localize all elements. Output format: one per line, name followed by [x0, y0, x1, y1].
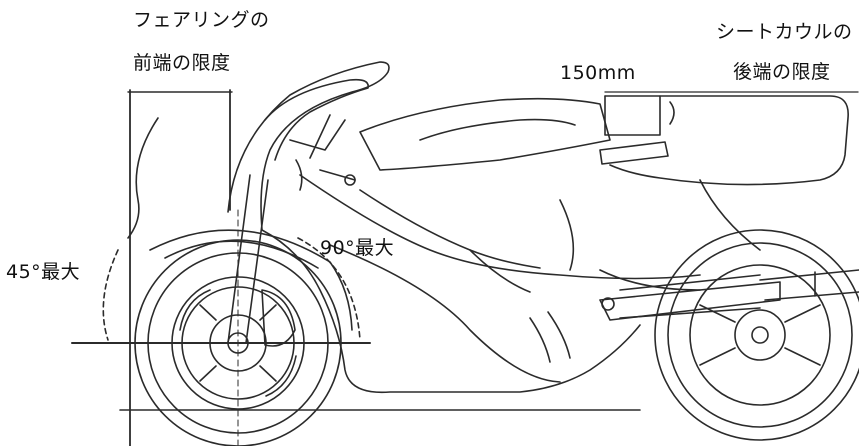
- handlebar-grip: [344, 174, 356, 186]
- handlebar: [289, 114, 356, 181]
- dimension-label: 150mm: [560, 62, 636, 84]
- fairing-vent: [529, 311, 571, 363]
- angle-90-label: 90°最大: [320, 237, 395, 259]
- clip-on: [295, 159, 303, 191]
- angle-90-arc: [297, 237, 361, 341]
- seat-cowl-label-line2: 後端の限度: [733, 61, 831, 83]
- seat-cowl-limit-box: [604, 95, 661, 136]
- windscreen: [264, 78, 369, 161]
- seat-cowl: [604, 95, 849, 186]
- fairing-body: [261, 229, 641, 394]
- front-fender-inner: [164, 240, 319, 269]
- engine-lines: [469, 199, 575, 293]
- fairing-ghost-arc: [127, 117, 159, 239]
- front-fork: [227, 174, 269, 344]
- fairing-side-line: [299, 174, 701, 280]
- angle-45-arc: [102, 249, 119, 341]
- fairing-inner-line: [359, 189, 541, 269]
- fairing-label-line2: 前端の限度: [133, 52, 231, 74]
- seat: [599, 141, 669, 165]
- angle-45-label: 45°最大: [6, 261, 81, 283]
- swingarm-pivot: [601, 297, 615, 311]
- fairing-lower-line: [329, 244, 561, 383]
- fuel-tank: [359, 97, 611, 171]
- rear-wheel: [654, 229, 859, 441]
- seat-cowl-label-line1: シートカウルの: [716, 21, 853, 43]
- fairing-label-line1: フェアリングの: [133, 9, 270, 31]
- front-wheel: [134, 239, 342, 446]
- swingarm: [599, 281, 781, 321]
- fairing-nose: [227, 61, 390, 231]
- rear-frame: [599, 179, 761, 291]
- tank-top: [419, 118, 576, 141]
- seat-cowl-marker: [669, 101, 675, 125]
- front-fender: [149, 229, 353, 331]
- chain: [619, 274, 761, 319]
- brake-caliper: [261, 289, 296, 347]
